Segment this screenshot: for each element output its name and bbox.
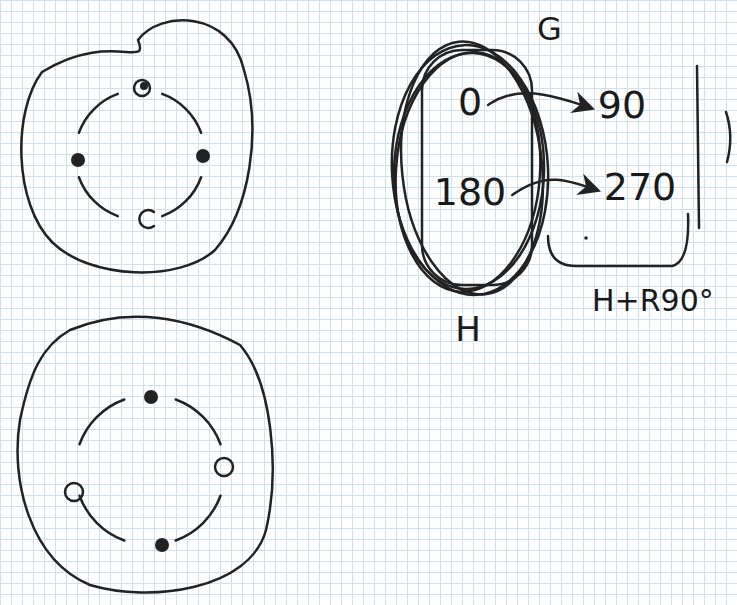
outline-blob <box>18 317 273 593</box>
group-name: G <box>537 12 562 47</box>
label-holder: H <box>455 311 481 348</box>
label-holder: H+R90° <box>592 284 714 317</box>
open-dot <box>139 210 154 228</box>
angle-value: 180 <box>434 172 507 214</box>
angle-value: 0 <box>458 82 482 124</box>
value-node: 90 <box>594 85 650 131</box>
arc <box>176 496 221 541</box>
angle-value: 270 <box>604 167 677 209</box>
filled-dot <box>144 390 158 404</box>
angle-value: 90 <box>598 85 646 127</box>
arrow-connector <box>512 180 596 195</box>
filled-dot <box>140 82 148 90</box>
value-node: 180 <box>430 172 511 218</box>
arrow-connector <box>488 93 591 108</box>
outline-blob <box>21 20 252 272</box>
ellipse-loop <box>389 34 555 301</box>
arc <box>162 94 201 133</box>
annotation: H+R90° <box>592 284 714 317</box>
bracket <box>726 112 730 162</box>
group-label: H <box>455 311 481 348</box>
value-node: 0 <box>454 82 486 128</box>
bracket <box>548 214 688 266</box>
open-dot <box>134 80 150 96</box>
bracket <box>697 66 699 228</box>
arc <box>79 94 118 133</box>
loop <box>422 50 532 285</box>
arc <box>162 177 201 216</box>
arc <box>80 496 125 541</box>
ellipse-loop <box>386 41 555 299</box>
open-dot <box>215 458 233 476</box>
ellipse-group: H 0 180 <box>385 30 550 360</box>
ellipse-loop <box>390 50 548 291</box>
arc <box>176 400 221 445</box>
open-dot <box>65 483 83 501</box>
filled-dot <box>71 153 85 167</box>
label-holder: G <box>537 12 562 47</box>
filled-dot <box>196 149 210 163</box>
dot <box>584 236 588 240</box>
arc <box>79 177 118 216</box>
arc <box>80 400 125 445</box>
filled-dot <box>155 538 169 552</box>
value-node: 270 <box>600 167 681 213</box>
